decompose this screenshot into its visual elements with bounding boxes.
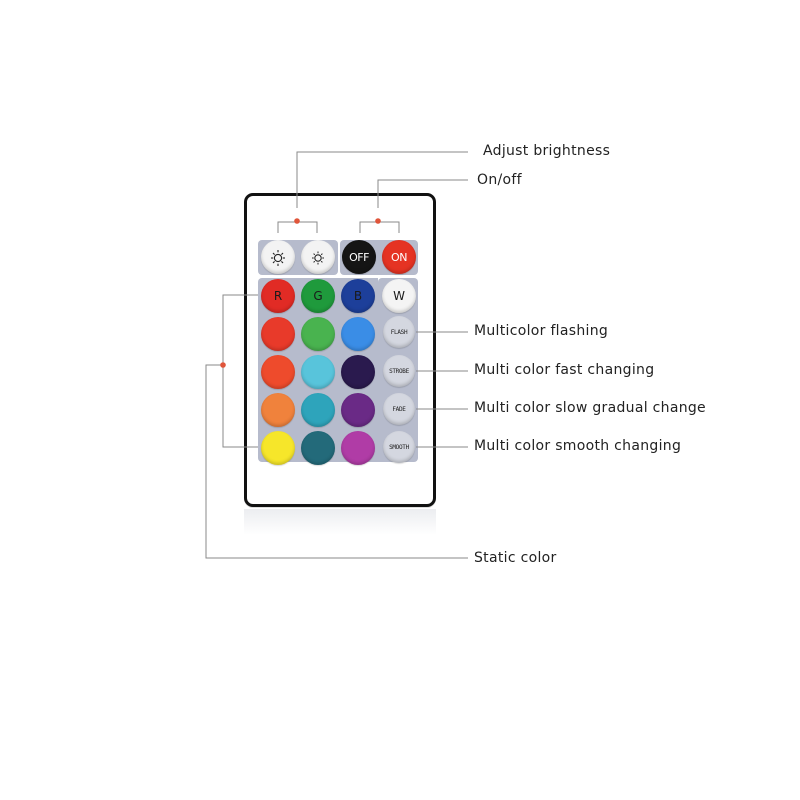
leader-lines (205, 151, 468, 559)
onoff-bracket (359, 221, 400, 233)
off-button-label: OFF (349, 250, 369, 264)
brightness-up-button[interactable] (261, 240, 295, 274)
strobe-button-label: STROBE (389, 367, 409, 375)
smooth-button-label: SMOOTH (389, 443, 409, 451)
color-button-r4-c2[interactable] (301, 431, 335, 465)
color-button-r3-c1[interactable] (261, 393, 295, 427)
static-dot (220, 362, 226, 368)
color-button-r2-c1[interactable] (261, 355, 295, 389)
white-button[interactable]: W (382, 279, 416, 313)
static-leader (205, 364, 468, 559)
brightness-dot (294, 218, 300, 224)
color-button-r4-c3[interactable] (341, 431, 375, 465)
onoff-leader (377, 179, 468, 208)
callout-on-off: On/off (477, 172, 522, 188)
smooth-button[interactable]: SMOOTH (383, 431, 415, 463)
remote-reflection (244, 509, 436, 535)
color-button-r2-c3[interactable] (341, 355, 375, 389)
color-button-r1-c3[interactable] (341, 317, 375, 351)
flash-button-label: FLASH (390, 328, 408, 336)
red-button-label: R (273, 289, 283, 303)
sun-bright-icon (271, 250, 285, 266)
color-button-r2-c2[interactable] (301, 355, 335, 389)
callout-multicolor-flashing: Multicolor flashing (474, 323, 609, 339)
fade-button[interactable]: FADE (383, 393, 415, 425)
blue-button[interactable]: B (341, 279, 375, 313)
green-button-label: G (313, 289, 323, 303)
color-button-r1-c1[interactable] (261, 317, 295, 351)
color-button-r1-c2[interactable] (301, 317, 335, 351)
leader-dots (220, 218, 381, 368)
static-bracket (222, 294, 258, 448)
sun-dim-icon (312, 251, 324, 265)
color-button-r3-c2[interactable] (301, 393, 335, 427)
color-button-r3-c3[interactable] (341, 393, 375, 427)
callout-adjust-brightness: Adjust brightness (483, 143, 611, 159)
callout-slow-gradual: Multi color slow gradual change (474, 400, 706, 416)
strobe-button[interactable]: STROBE (383, 355, 415, 387)
callout-fast-changing: Multi color fast changing (474, 362, 655, 378)
on-button[interactable]: ON (382, 240, 416, 274)
onoff-dot (375, 218, 381, 224)
green-button[interactable]: G (301, 279, 335, 313)
callout-smooth-changing: Multi color smooth changing (474, 438, 682, 454)
blue-button-label: B (353, 289, 363, 303)
off-button[interactable]: OFF (342, 240, 376, 274)
brightness-down-button[interactable] (301, 240, 335, 274)
white-button-label: W (393, 289, 405, 303)
brightness-leader (296, 151, 468, 208)
red-button[interactable]: R (261, 279, 295, 313)
color-button-r4-c1[interactable] (261, 431, 295, 465)
flash-button[interactable]: FLASH (383, 316, 415, 348)
fade-button-label: FADE (392, 405, 406, 413)
on-button-label: ON (391, 250, 407, 264)
callout-static-color: Static color (474, 550, 557, 566)
